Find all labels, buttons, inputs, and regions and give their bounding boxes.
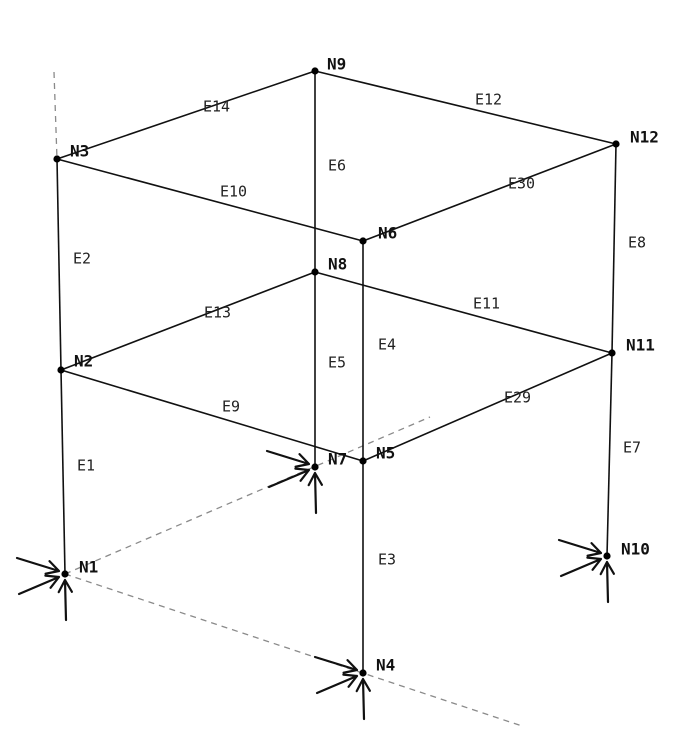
member-e11 — [314, 271, 613, 354]
element-label-e29: E29 — [504, 389, 531, 407]
support-arrow-upper — [557, 538, 603, 557]
node-n10 — [603, 552, 611, 560]
element-label-e14: E14 — [203, 98, 230, 116]
element-label-e6: E6 — [328, 157, 346, 175]
element-label-e4: E4 — [378, 336, 396, 354]
element-label-e3: E3 — [378, 551, 396, 569]
support-arrow-upper — [313, 655, 359, 674]
node-n7 — [311, 463, 319, 471]
node-label-n2: N2 — [74, 352, 93, 371]
element-label-e13: E13 — [204, 304, 231, 322]
element-label-e9: E9 — [222, 398, 240, 416]
support-arrow-vertical — [307, 471, 323, 515]
node-label-n3: N3 — [70, 142, 89, 161]
element-label-e10: E10 — [220, 183, 247, 201]
node-n11 — [608, 349, 616, 357]
member-e2 — [56, 158, 62, 371]
element-label-e8: E8 — [628, 234, 646, 252]
member-e29 — [362, 352, 613, 462]
node-n8 — [311, 268, 319, 276]
element-label-e12: E12 — [475, 91, 502, 109]
support-arrow-lower — [559, 556, 603, 578]
element-label-e5: E5 — [328, 354, 346, 372]
support-arrow-lower — [17, 574, 61, 596]
support-n7 — [265, 449, 323, 515]
node-label-n7: N7 — [328, 450, 347, 469]
node-n12 — [612, 140, 620, 148]
frame-nodes — [53, 67, 620, 677]
node-n4 — [359, 669, 367, 677]
member-e7 — [606, 352, 613, 557]
support-n1 — [15, 556, 73, 622]
node-n6 — [359, 237, 367, 245]
member-e30 — [362, 143, 617, 242]
support-arrow-vertical — [355, 677, 371, 721]
node-n1 — [61, 570, 69, 578]
support-arrow-lower — [267, 467, 311, 489]
labels: N1N2N3N4N5N6N7N8N9N10N11N12E1E2E3E4E5E6E… — [70, 55, 659, 675]
member-e12 — [314, 70, 617, 145]
node-label-n11: N11 — [626, 336, 655, 355]
node-n9 — [311, 67, 319, 75]
node-label-n12: N12 — [630, 128, 659, 147]
member-e10 — [56, 158, 364, 242]
member-e9 — [60, 369, 364, 462]
frame-members — [56, 70, 617, 673]
member-e14 — [56, 70, 316, 160]
axis-guide-width — [64, 573, 523, 727]
node-label-n4: N4 — [376, 656, 395, 675]
member-e8 — [611, 143, 617, 354]
axis-guide-vertical — [53, 71, 58, 160]
node-n2 — [57, 366, 65, 374]
support-arrow-vertical — [57, 578, 73, 622]
support-n4 — [313, 655, 371, 721]
member-e1 — [60, 369, 66, 575]
node-label-n6: N6 — [378, 224, 397, 243]
node-label-n5: N5 — [376, 444, 395, 463]
support-arrow-vertical — [599, 560, 615, 604]
support-n10 — [557, 538, 615, 604]
node-label-n1: N1 — [79, 558, 98, 577]
node-label-n10: N10 — [621, 540, 650, 559]
element-label-e2: E2 — [73, 250, 91, 268]
node-label-n9: N9 — [327, 55, 346, 74]
support-arrow-upper — [15, 556, 61, 575]
node-n3 — [53, 155, 61, 163]
support-arrow-upper — [265, 449, 311, 468]
node-label-n8: N8 — [328, 255, 347, 274]
element-label-e11: E11 — [473, 295, 500, 313]
support-arrow-lower — [315, 673, 359, 695]
axis-guide-depth — [64, 416, 431, 575]
element-label-e30: E30 — [508, 175, 535, 193]
supports — [15, 449, 615, 721]
node-n5 — [359, 457, 367, 465]
member-e13 — [60, 271, 316, 371]
axis-guides — [53, 71, 523, 727]
element-label-e1: E1 — [77, 457, 95, 475]
element-label-e7: E7 — [623, 439, 641, 457]
